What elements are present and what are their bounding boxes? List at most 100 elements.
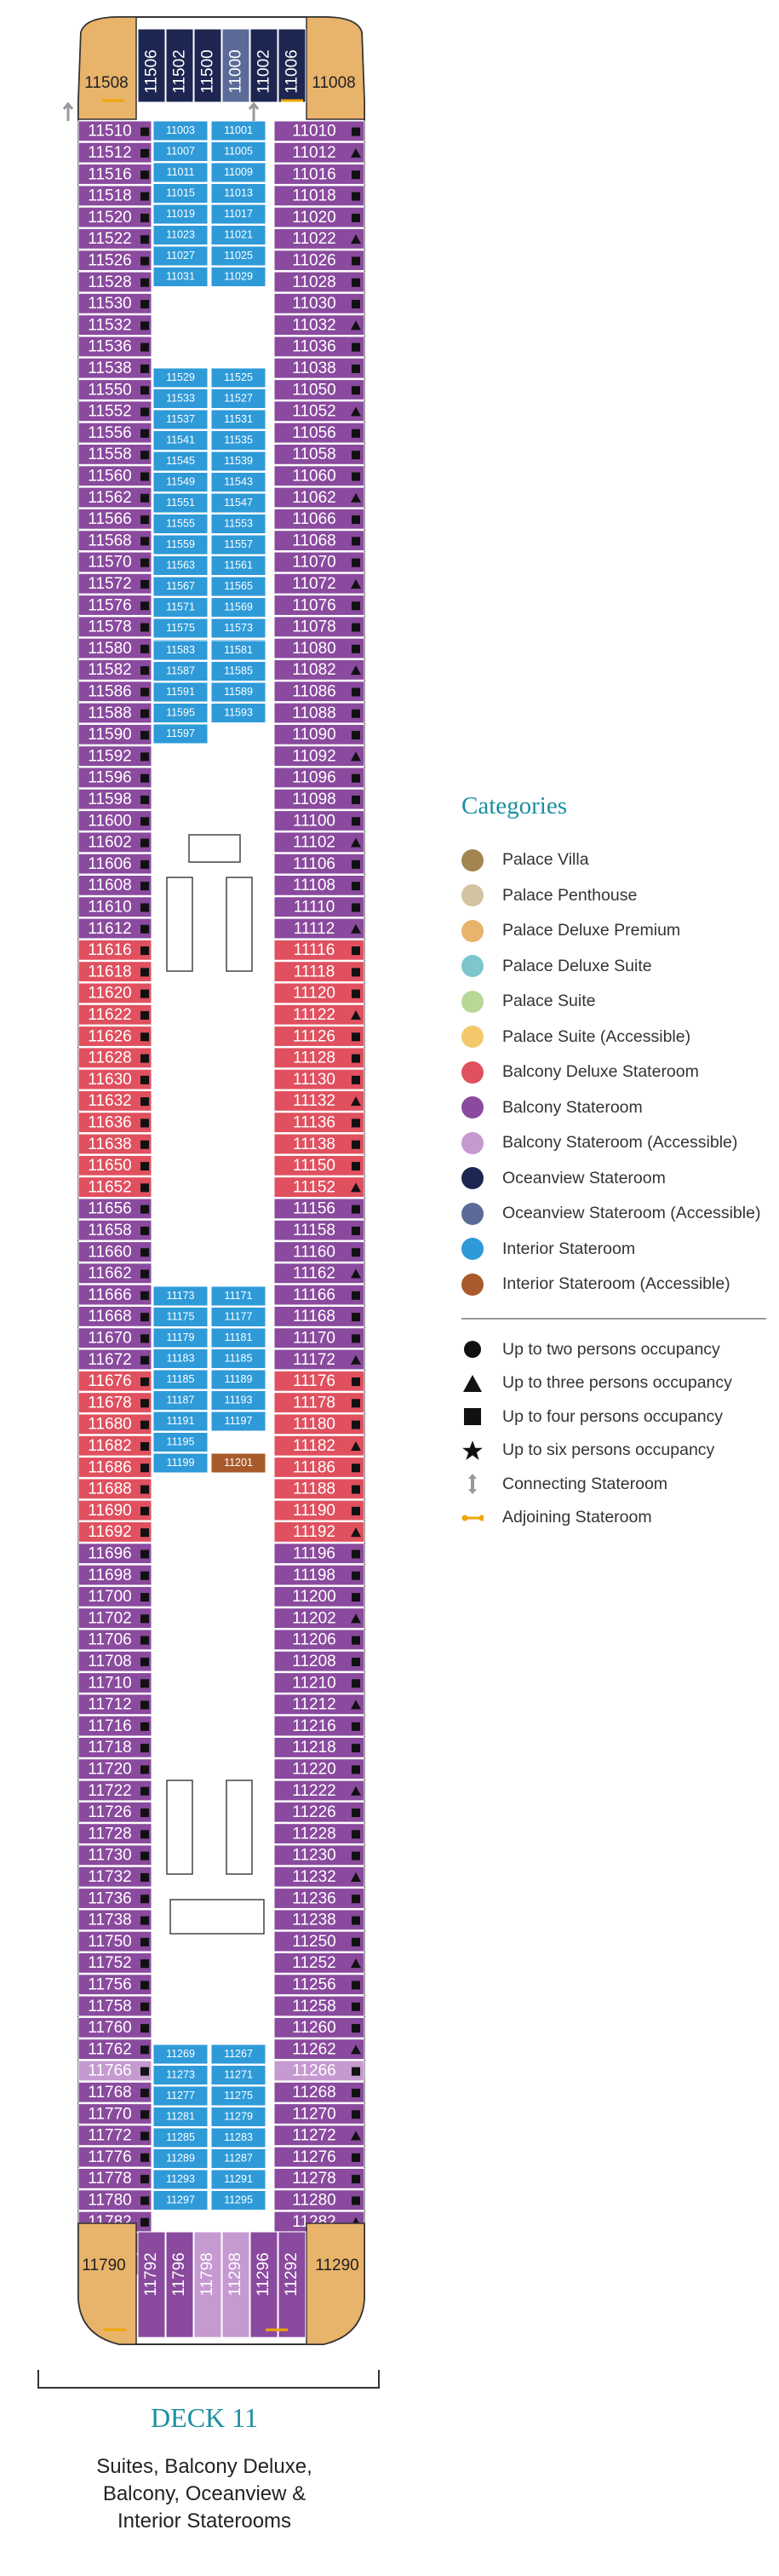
stateroom-11011: 11011 <box>152 162 209 183</box>
legend-label: Interior Stateroom <box>502 1239 636 1258</box>
square-icon <box>140 968 149 977</box>
cabin-number: 11590 <box>88 726 131 744</box>
square-icon <box>352 170 360 180</box>
triangle-icon <box>351 1527 361 1538</box>
stateroom-11183: 11183 <box>152 1348 209 1369</box>
stateroom-11027: 11027 <box>152 245 209 267</box>
square-icon <box>140 1959 149 1969</box>
stateroom-cell <box>152 141 209 162</box>
cabin-number: 11560 <box>88 467 131 485</box>
square-icon <box>140 428 149 438</box>
cabin-number: 11273 <box>166 2068 195 2080</box>
stateroom-cell <box>77 206 152 228</box>
stateroom-11539: 11539 <box>210 451 266 472</box>
stateroom-11726: 11726 <box>77 1801 152 1823</box>
legend-label: Palace Deluxe Suite <box>502 956 652 975</box>
stateroom-cell <box>77 616 152 638</box>
legend-label: Palace Penthouse <box>502 885 638 905</box>
cabin-number: 11160 <box>293 1243 335 1261</box>
stateroom-cell <box>210 367 266 388</box>
stateroom-11052: 11052 <box>273 400 365 423</box>
triangle-icon <box>461 1372 484 1394</box>
stateroom-cell <box>210 2065 266 2085</box>
stateroom-11032: 11032 <box>273 314 365 336</box>
cabin-number: 11152 <box>293 1178 335 1196</box>
stateroom-11030: 11030 <box>273 292 365 314</box>
cabin-number: 11003 <box>166 124 195 136</box>
square-icon <box>352 256 360 266</box>
cabin-number: 11573 <box>224 622 253 634</box>
square-icon <box>140 2131 149 2141</box>
triangle-icon <box>351 2130 361 2141</box>
connecting-icon <box>461 1473 484 1495</box>
stateroom-11175: 11175 <box>152 1307 209 1327</box>
cabin-number: 11208 <box>292 1653 335 1670</box>
stateroom-11010: 11010 <box>273 120 365 142</box>
cabin-number: 11181 <box>225 1331 253 1343</box>
cabin-number: 11712 <box>88 1696 131 1714</box>
stateroom-cell <box>210 2107 266 2127</box>
square-icon <box>140 1593 149 1602</box>
stateroom-11100: 11100 <box>273 810 365 831</box>
deck-subtitle-line: Suites, Balcony Deluxe, <box>96 2455 312 2478</box>
stateroom-11768: 11768 <box>77 2081 152 2103</box>
stateroom-11545: 11545 <box>152 451 209 472</box>
cabin-number: 11708 <box>88 1653 131 1670</box>
stateroom-11218: 11218 <box>273 1737 365 1758</box>
stateroom-cell <box>273 1844 365 1866</box>
legend-label: Palace Villa <box>502 850 589 870</box>
stateroom-11186: 11186 <box>273 1457 365 1478</box>
stateroom-cell <box>77 508 152 530</box>
stateroom-11616: 11616 <box>77 939 152 961</box>
cabin-number: 11722 <box>88 1782 131 1800</box>
stateroom-11750: 11750 <box>77 1930 152 1952</box>
stateroom-cell <box>77 1306 152 1327</box>
stateroom-cell <box>77 486 152 509</box>
cabin-number: 11508 <box>84 74 128 92</box>
cabin-number: 11186 <box>293 1458 335 1476</box>
cabin-number: 11009 <box>224 166 253 178</box>
stateroom-11561: 11561 <box>210 555 266 576</box>
stateroom-cell <box>152 2085 209 2107</box>
cabin-number: 11066 <box>292 510 335 528</box>
stateroom-cell <box>273 1068 365 1090</box>
stateroom-11708: 11708 <box>77 1650 152 1672</box>
square-icon <box>140 2045 149 2055</box>
cabin-number: 11013 <box>224 187 253 198</box>
cabin-number: 11658 <box>88 1222 131 1239</box>
stateroom-11702: 11702 <box>77 1607 152 1629</box>
cabin-number: 11553 <box>224 517 253 529</box>
cabin-number: 11078 <box>292 618 335 636</box>
stateroom-cell <box>210 514 266 534</box>
cabin-number: 11732 <box>88 1868 131 1886</box>
stateroom-11591: 11591 <box>152 681 209 703</box>
stateroom-11770: 11770 <box>77 2103 152 2125</box>
square-icon <box>352 731 360 740</box>
cabin-number: 11268 <box>292 2084 335 2102</box>
elevator-bank <box>166 877 193 972</box>
legend-symbol-row: Up to six persons occupancy <box>461 1434 776 1468</box>
cabin-number: 11768 <box>88 2084 131 2102</box>
cabin-number: 11222 <box>292 1782 335 1800</box>
stateroom-11238: 11238 <box>273 1909 365 1931</box>
stateroom-cell <box>210 640 266 661</box>
square-icon <box>352 1054 360 1063</box>
square-icon <box>352 1808 360 1818</box>
cabin-number: 11000 <box>227 49 245 93</box>
triangle-icon <box>351 320 361 331</box>
stateroom-cell <box>152 2148 209 2169</box>
stateroom-cell <box>221 2231 250 2338</box>
square-icon <box>352 2002 360 2011</box>
stateroom-cell <box>152 661 209 681</box>
square-icon <box>140 709 149 718</box>
square-icon <box>140 924 149 934</box>
legend-label: Balcony Stateroom <box>502 1097 643 1117</box>
cabin-number: 11678 <box>88 1394 131 1412</box>
square-icon <box>140 1399 149 1408</box>
stateroom-cell <box>273 2168 365 2189</box>
stateroom-cell <box>273 1823 365 1844</box>
triangle-icon <box>351 1182 361 1193</box>
cabin-number: 11776 <box>88 2148 131 2166</box>
cabin-number: 11270 <box>292 2105 335 2123</box>
stateroom-11273: 11273 <box>152 2065 209 2085</box>
